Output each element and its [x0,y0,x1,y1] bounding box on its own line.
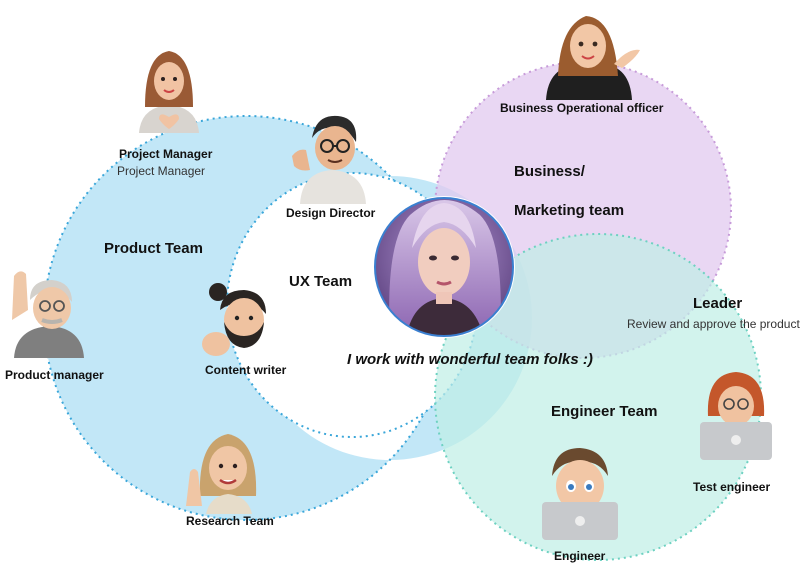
leader-subtitle: Review and approve the product [627,317,800,331]
business-team-title-line2: Marketing team [514,202,625,219]
center-portrait [373,196,515,338]
business-officer-label: Business Operational officer [500,101,664,115]
ux-team-title: UX Team [289,273,353,290]
engineer-team-title: Engineer Team [551,403,658,420]
man-glasses-call-avatar-icon [292,115,366,204]
research-team-label: Research Team [186,514,274,528]
woman-heart-hands-avatar-icon [139,51,199,133]
engineer-label: Engineer [554,549,606,563]
tagline: I work with wonderful team folks :) [347,351,593,368]
product-manager-label: Product manager [5,368,104,382]
business-team-title-line1: Business/ [514,163,585,180]
design-director-label: Design Director [286,206,376,220]
woman-pointing-avatar-icon [186,434,257,514]
woman-presenting-avatar-icon [546,16,640,100]
man-laptop-avatar-icon [542,448,618,540]
content-writer-label: Content writer [205,363,287,377]
test-engineer-label: Test engineer [693,480,771,494]
project-manager-label: Project Manager [119,147,213,161]
engineer-team-circle [435,234,761,560]
bearded-man-avatar-icon [202,283,266,356]
product-team-title: Product Team [104,240,203,257]
leader-label: Leader [693,295,743,312]
project-manager-subtitle: Project Manager [117,164,206,178]
older-man-waving-avatar-icon [12,271,84,358]
redhead-laptop-avatar-icon [700,372,772,460]
product-team-circle [44,116,532,520]
